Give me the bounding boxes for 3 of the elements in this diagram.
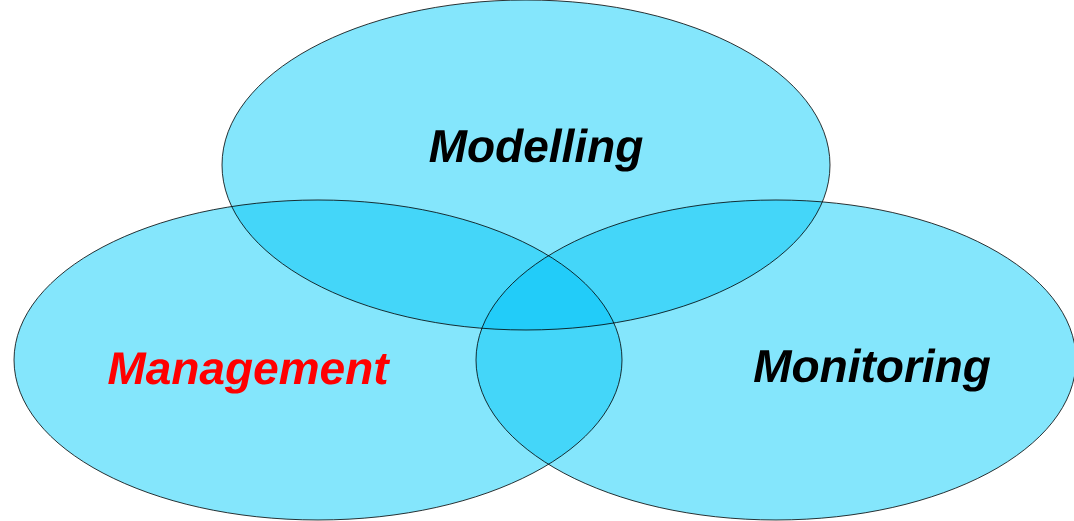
ellipse-label: Management xyxy=(108,352,391,394)
ellipse-label: Modelling xyxy=(429,128,643,172)
ellipse-label: Monitoring xyxy=(754,348,991,392)
